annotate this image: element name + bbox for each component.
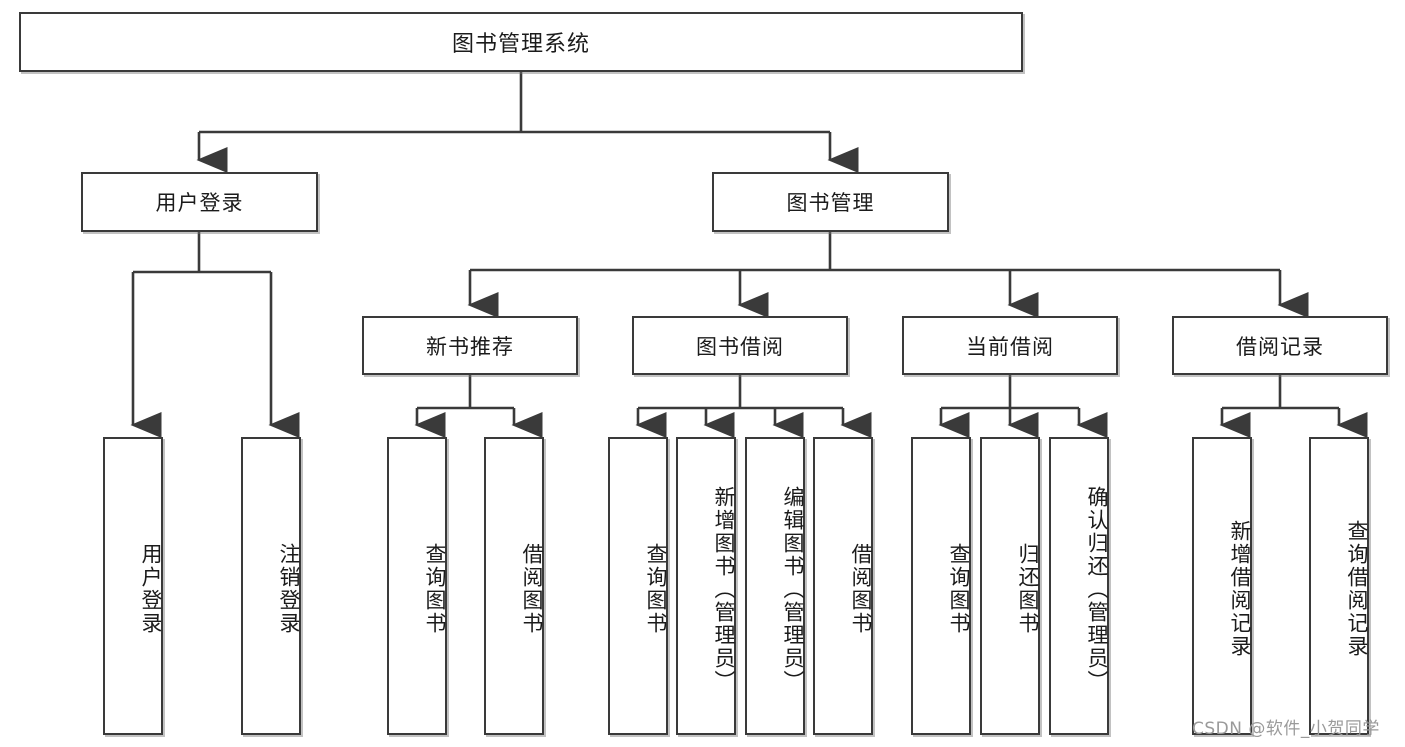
leaf-br-query-record[interactable]: 查询借阅记录	[1309, 437, 1369, 735]
leaf-cb-confirm-return-label: 确认归还（管理员）	[1085, 485, 1109, 693]
leaf-nb-borrow-book-label: 借阅图书	[520, 543, 544, 635]
leaf-logout[interactable]: 注销登录	[241, 437, 301, 735]
node-current-borrow-label: 当前借阅	[966, 334, 1054, 359]
node-new-book-recommend[interactable]: 新书推荐	[362, 316, 578, 375]
leaf-br-add-record[interactable]: 新增借阅记录	[1192, 437, 1252, 735]
leaf-bb-edit-book-label: 编辑图书（管理员）	[781, 485, 805, 693]
node-root[interactable]: 图书管理系统	[19, 12, 1023, 72]
node-root-label: 图书管理系统	[451, 32, 590, 57]
node-book-borrow-label: 图书借阅	[696, 334, 784, 359]
node-borrow-record[interactable]: 借阅记录	[1172, 316, 1388, 375]
leaf-cb-query-book-label: 查询图书	[947, 543, 971, 635]
leaf-bb-borrow-book[interactable]: 借阅图书	[813, 437, 873, 735]
leaf-bb-query-book[interactable]: 查询图书	[608, 437, 668, 735]
leaf-br-add-record-label: 新增借阅记录	[1228, 520, 1252, 658]
node-book-borrow[interactable]: 图书借阅	[632, 316, 848, 375]
leaf-user-login-label: 用户登录	[139, 543, 163, 635]
leaf-user-login[interactable]: 用户登录	[103, 437, 163, 735]
leaf-logout-label: 注销登录	[277, 543, 301, 635]
leaf-bb-edit-book[interactable]: 编辑图书（管理员）	[745, 437, 805, 735]
csdn-watermark: CSDN @软件_小贺同学	[1192, 719, 1380, 739]
leaf-bb-add-book[interactable]: 新增图书（管理员）	[676, 437, 736, 735]
node-current-borrow[interactable]: 当前借阅	[902, 316, 1118, 375]
leaf-cb-confirm-return[interactable]: 确认归还（管理员）	[1049, 437, 1109, 735]
node-user-login[interactable]: 用户登录	[81, 172, 318, 232]
node-new-book-recommend-label: 新书推荐	[426, 334, 514, 359]
node-borrow-record-label: 借阅记录	[1236, 334, 1324, 359]
node-user-login-label: 用户登录	[155, 191, 244, 215]
leaf-bb-add-book-label: 新增图书（管理员）	[712, 485, 736, 693]
leaf-nb-query-book-label: 查询图书	[423, 543, 447, 635]
leaf-cb-query-book[interactable]: 查询图书	[911, 437, 971, 735]
node-book-management[interactable]: 图书管理	[712, 172, 949, 232]
node-book-management-label: 图书管理	[786, 191, 875, 215]
leaf-bb-query-book-label: 查询图书	[644, 543, 668, 635]
leaf-nb-borrow-book[interactable]: 借阅图书	[484, 437, 544, 735]
leaf-br-query-record-label: 查询借阅记录	[1345, 520, 1369, 658]
leaf-cb-return-book-label: 归还图书	[1016, 543, 1040, 635]
leaf-nb-query-book[interactable]: 查询图书	[387, 437, 447, 735]
leaf-cb-return-book[interactable]: 归还图书	[980, 437, 1040, 735]
leaf-bb-borrow-book-label: 借阅图书	[849, 543, 873, 635]
